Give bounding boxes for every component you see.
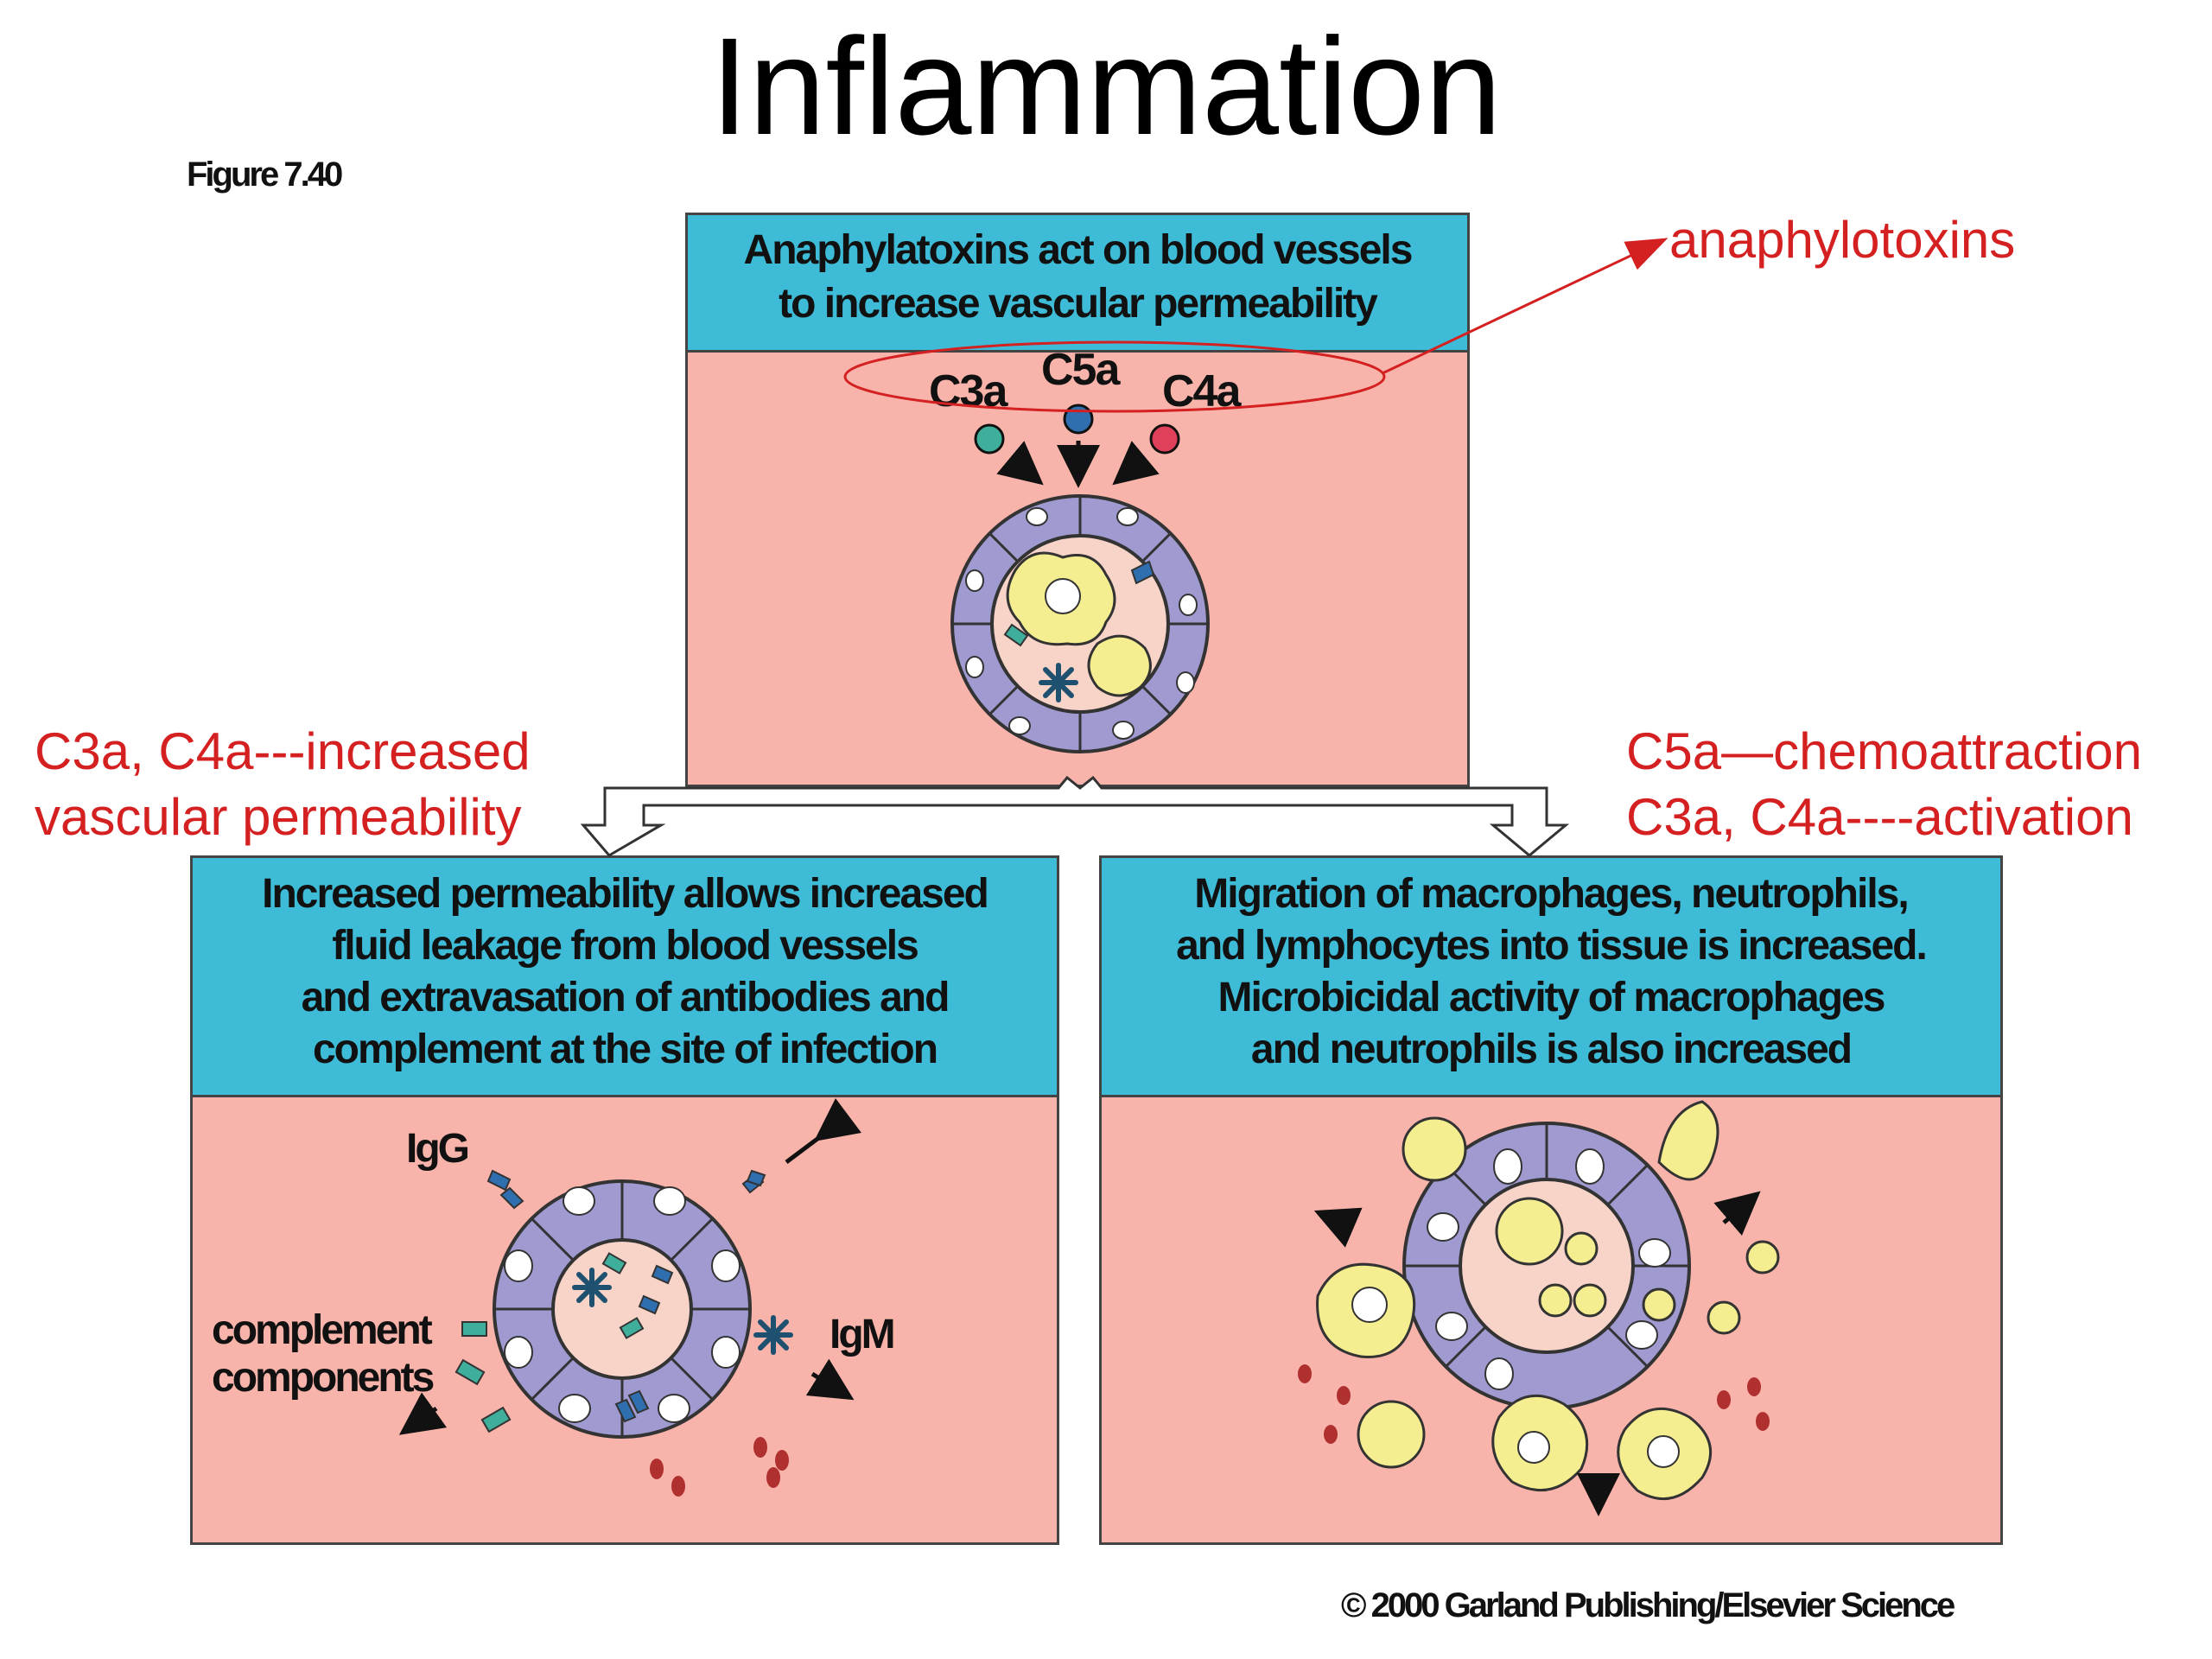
panel-right-header-line4: and neutrophils is also increased [1250, 1027, 1853, 1072]
annotation-anaphylotoxins-text: anaphylotoxins [1669, 211, 2016, 269]
annotation-left-line1: C3a, C4a---increased [35, 722, 531, 780]
annotation-left: C3a, C4a---increased vascular permeabili… [35, 719, 531, 850]
annotation-right-line1: C5a—chemoattraction [1626, 722, 2142, 780]
panel-right-header-line3: Microbicidal activity of macrophages [1217, 975, 1886, 1020]
annotation-right: C5a—chemoattraction C3a, C4a----activati… [1626, 719, 2142, 850]
slide-title: Inflammation [710, 9, 1502, 163]
right-vessel-illustration [1298, 1100, 1780, 1516]
c3a-molecule [974, 423, 1005, 454]
panel-left-header: Increased permeability allows increased … [193, 858, 1057, 1097]
annotation-anaphylotoxins: anaphylotoxins [1669, 207, 2015, 273]
top-vessel-illustration: C3a C5a C4a [929, 345, 1243, 753]
panel-top-header-line2: to increase vascular permeability [779, 281, 1378, 327]
branch-arrow-icon [580, 775, 1570, 857]
panel-top-header-line1: Anaphylatoxins act on blood vessels [743, 227, 1414, 273]
panel-left-header-line1: Increased permeability allows increased [262, 871, 989, 917]
figure-label: Figure 7.40 [187, 156, 343, 194]
c4a-molecule [1149, 423, 1180, 454]
panel-right-header-line2: and lymphocytes into tissue is increased… [1176, 923, 1928, 969]
c5a-molecule [1063, 404, 1094, 435]
anaphylatoxin-highlight-ellipse [843, 340, 1386, 413]
panel-left-header-line3: and extravasation of antibodies and [301, 975, 950, 1020]
copyright-notice: © 2000 Garland Publishing/Elsevier Scien… [1341, 1586, 1955, 1624]
anaphylatoxin-pointer-arrow [1382, 238, 1669, 375]
annotation-right-line2: C3a, C4a----activation [1626, 788, 2133, 846]
complement-label-line1: complement [212, 1307, 433, 1353]
complement-label-line2: components [212, 1355, 434, 1401]
panel-top-header: Anaphylatoxins act on blood vessels to i… [688, 215, 1467, 353]
left-vessel-illustration: IgG IgM complement components [212, 1098, 896, 1497]
igg-label: IgG [406, 1126, 468, 1172]
igm-molecule [1039, 663, 1078, 702]
panel-left-header-line4: complement at the site of infection [312, 1027, 938, 1072]
panel-anaphylatoxins: Anaphylatoxins act on blood vessels to i… [685, 213, 1470, 787]
panel-right-header-line1: Migration of macrophages, neutrophils, [1194, 871, 1909, 917]
panel-left-header-line2: fluid leakage from blood vessels [332, 923, 919, 969]
panel-right-header: Migration of macrophages, neutrophils, a… [1102, 858, 2000, 1097]
igm-label: IgM [830, 1312, 893, 1357]
annotation-left-line2: vascular permeability [35, 788, 522, 846]
c5a-label: C5a [1041, 345, 1121, 395]
